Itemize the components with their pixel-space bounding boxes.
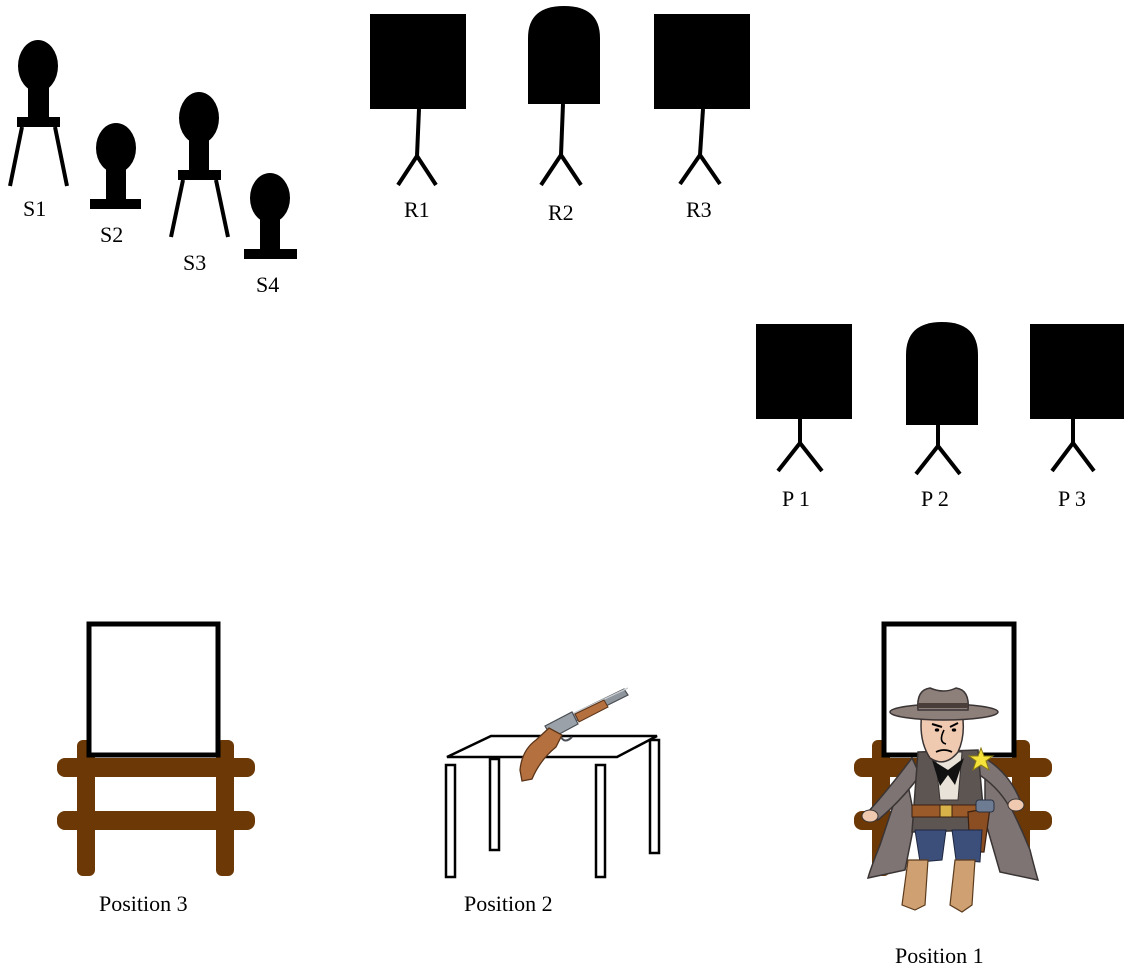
position-2-table	[444, 734, 661, 879]
steel-target-s3: S3	[169, 92, 230, 275]
rifle-target-r2-label: R2	[548, 200, 574, 225]
rifle-target-r3-label: R3	[686, 197, 712, 222]
pistol-target-p1-label: P 1	[782, 486, 810, 511]
rifle-target-r1: R1	[370, 14, 466, 222]
steel-target-s4-label: S4	[256, 272, 279, 297]
pistol-target-p3: P 3	[1030, 324, 1124, 511]
position-2-label: Position 2	[464, 891, 553, 916]
pistol-target-p1: P 1	[756, 324, 852, 511]
sheriff-cowboy-icon	[861, 687, 1040, 913]
steel-target-s1: S1	[8, 40, 69, 221]
steel-target-s3-label: S3	[183, 250, 206, 275]
position-3-fence-window	[57, 621, 255, 876]
position-1-label: Position 1	[895, 943, 984, 968]
steel-target-s4: S4	[244, 173, 297, 297]
rifle-target-r2: R2	[528, 6, 600, 225]
steel-target-s2: S2	[90, 123, 141, 247]
position-3-label: Position 3	[99, 891, 188, 916]
rifle-target-r1-label: R1	[404, 197, 430, 222]
pistol-target-p2-label: P 2	[921, 486, 949, 511]
pistol-target-p2: P 2	[906, 322, 978, 511]
rifle-target-r3: R3	[654, 14, 750, 222]
pistol-target-p3-label: P 3	[1058, 486, 1086, 511]
steel-target-s1-label: S1	[23, 196, 46, 221]
rifle-icon	[519, 687, 629, 782]
steel-target-s2-label: S2	[100, 222, 123, 247]
